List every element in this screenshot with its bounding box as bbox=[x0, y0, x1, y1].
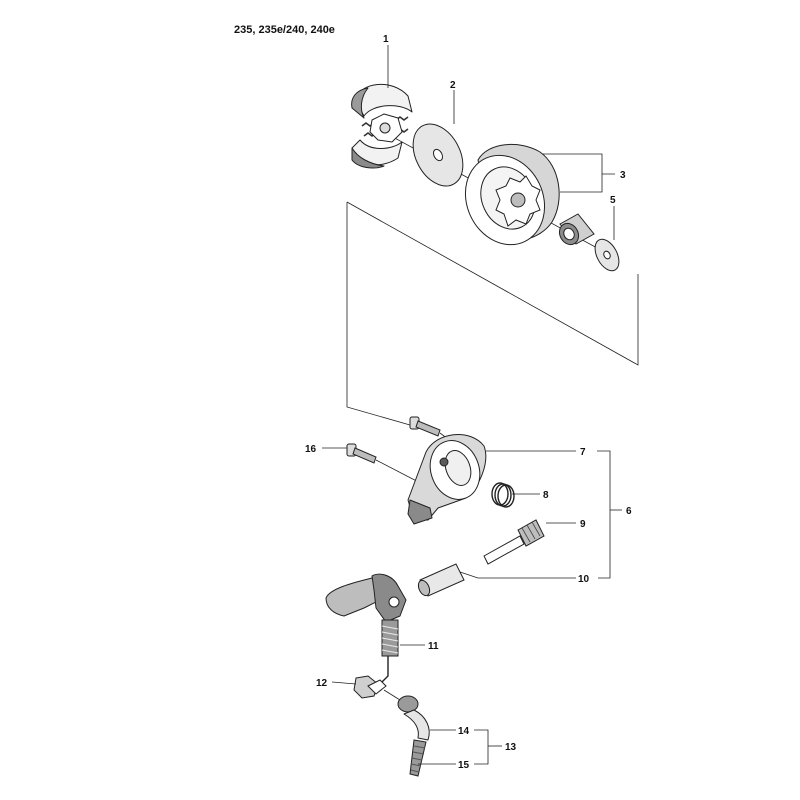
screw-upper-part[interactable] bbox=[409, 416, 441, 437]
callout-2: 2 bbox=[450, 80, 456, 91]
callout-11: 11 bbox=[428, 641, 439, 652]
callout-14: 14 bbox=[458, 726, 470, 737]
callout-3: 3 bbox=[620, 170, 626, 181]
callout-6: 6 bbox=[626, 506, 632, 517]
leader-lines bbox=[322, 45, 622, 765]
callout-5: 5 bbox=[610, 195, 616, 206]
washer-part[interactable] bbox=[403, 116, 473, 195]
callout-8: 8 bbox=[543, 490, 549, 501]
assembly-frame bbox=[346, 201, 639, 426]
diagram-title: 235, 235e/240, 240e bbox=[234, 24, 335, 36]
oil-filter-part[interactable] bbox=[409, 739, 427, 777]
callout-10: 10 bbox=[578, 574, 590, 585]
worm-gear-part[interactable] bbox=[483, 519, 545, 565]
callout-labels: 1 2 3 5 6 7 8 9 10 11 12 13 14 15 16 bbox=[305, 34, 632, 771]
callout-12: 12 bbox=[316, 678, 328, 689]
callout-13: 13 bbox=[505, 742, 517, 753]
suction-pipe-part[interactable] bbox=[397, 695, 430, 741]
small-washer-part[interactable] bbox=[590, 235, 624, 274]
clutch-part[interactable] bbox=[351, 83, 413, 169]
callout-7: 7 bbox=[580, 447, 586, 458]
adjuster-lever-part[interactable] bbox=[325, 573, 407, 623]
spring-part[interactable] bbox=[491, 482, 515, 508]
oil-pump-housing-part[interactable] bbox=[407, 434, 488, 525]
clutch-drum-part[interactable] bbox=[451, 142, 560, 257]
needle-bearing-part[interactable] bbox=[556, 213, 595, 248]
hose-connector-part[interactable] bbox=[353, 675, 387, 699]
callout-1: 1 bbox=[383, 34, 389, 45]
callout-15: 15 bbox=[458, 760, 470, 771]
threaded-adjuster-part[interactable] bbox=[381, 619, 399, 657]
callout-9: 9 bbox=[580, 519, 586, 530]
callout-16: 16 bbox=[305, 444, 317, 455]
screw-lower-part[interactable] bbox=[346, 443, 377, 464]
pump-piston-part[interactable] bbox=[416, 563, 465, 597]
